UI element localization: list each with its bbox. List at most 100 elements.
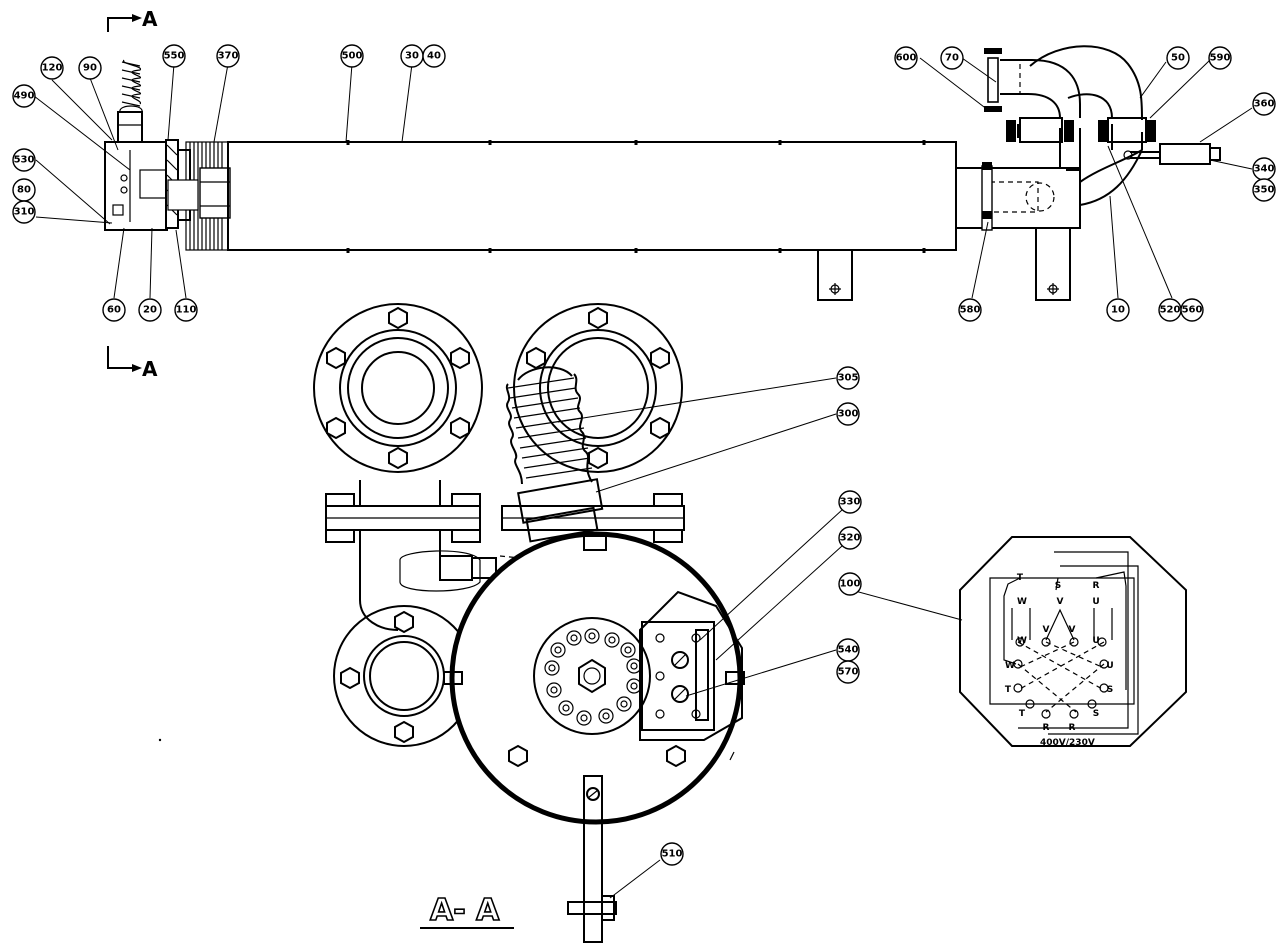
flange-upper-right [513,303,683,473]
term-top-r: R [1093,581,1100,591]
svg-text:540: 540 [838,645,859,656]
svg-text:330: 330 [840,497,861,508]
temperature-sensor [1123,143,1221,165]
svg-text:500: 500 [342,51,363,62]
section-mark-bottom-label: A [142,357,158,381]
balloon-80: 80 [12,178,36,202]
wiring-diagram: T S R W W W V V V U U U T T R R S S 400V… [959,536,1187,748]
svg-text:510: 510 [662,849,683,860]
svg-text:360: 360 [1254,99,1275,110]
balloon-330: 330 [838,490,862,514]
section-mark-top-label: A [142,7,158,31]
balloon-300: 300 [836,402,860,426]
term-s-1: S [1107,685,1113,695]
outlet-housing [955,167,1081,229]
support-foot-section [567,775,617,943]
svg-text:70: 70 [945,53,959,64]
balloon-305: 305 [836,366,860,390]
svg-text:20: 20 [143,305,157,316]
term-v-1: V [1057,597,1064,607]
section-title: A- A [430,893,500,928]
svg-text:10: 10 [1111,305,1125,316]
svg-text:30: 30 [405,51,419,62]
terminal-cover-outline [959,536,1187,747]
balloon-370: 370 [216,44,240,68]
svg-text:530: 530 [14,155,35,166]
term-u-2: U [1092,636,1099,646]
svg-text:340: 340 [1254,164,1275,175]
term-r-2: R [1069,723,1076,733]
section-mark-top: A [107,7,158,32]
balloon-340: 340 [1252,157,1276,181]
balloon-20: 20 [138,298,162,322]
thermostat-plate [639,590,743,741]
svg-text:490: 490 [14,91,35,102]
svg-text:90: 90 [83,63,97,74]
bellows-section [505,366,593,485]
section-mark-bottom: A [107,346,158,381]
voltage-label: 400V/230V [1040,738,1095,748]
term-w-2: W [1017,636,1027,646]
balloon-10: 10 [1106,298,1130,322]
svg-text:520: 520 [1160,305,1181,316]
bellows-hose [121,59,141,107]
balloon-310: 310 [12,200,36,224]
elevation-view [104,45,1221,301]
svg-text:600: 600 [896,53,917,64]
balloon-40: 40 [422,44,446,68]
svg-text:320: 320 [840,533,861,544]
balloon-70: 70 [940,46,964,70]
svg-text:60: 60 [107,305,121,316]
svg-text:100: 100 [840,579,861,590]
term-t-2: T [1019,709,1026,719]
term-u-3: U [1106,661,1113,671]
main-shell [227,141,957,251]
svg-text:310: 310 [14,207,35,218]
balloon-100: 100 [838,572,862,596]
wiring-terminals [1013,637,1109,719]
term-top-t: T [1017,573,1024,583]
balloon-490: 490 [12,84,36,108]
term-s-2: S [1093,709,1099,719]
term-top-s: S [1055,581,1061,591]
support-foot-left [817,249,853,301]
svg-text:570: 570 [838,667,859,678]
balloon-540: 540 [836,638,860,662]
balloon-90: 90 [78,56,102,80]
balloon-550: 550 [162,44,186,68]
svg-text:590: 590 [1210,53,1231,64]
svg-text:350: 350 [1254,185,1275,196]
balloon-30: 30 [400,44,424,68]
term-u-1: U [1092,597,1099,607]
cable-gland-section [517,478,607,551]
head-fins [167,141,231,251]
svg-text:550: 550 [164,51,185,62]
term-t-1: T [1005,685,1012,695]
balloon-60: 60 [102,298,126,322]
support-foot-right [1035,227,1071,301]
balloon-350: 350 [1252,178,1276,202]
flange-upper-left [313,303,483,473]
svg-text:40: 40 [427,51,441,62]
cable-gland [117,105,143,143]
balloon-120: 120 [40,56,64,80]
balloon-560: 560 [1180,298,1204,322]
balloon-520: 520 [1158,298,1182,322]
balloon-360: 360 [1252,92,1276,116]
balloon-110: 110 [174,298,198,322]
leader-lines [33,57,1253,899]
svg-text:580: 580 [960,305,981,316]
term-w-3: W [1005,661,1015,671]
term-w-1: W [1017,597,1027,607]
svg-text:120: 120 [42,63,63,74]
wiring-lines [989,551,1139,735]
svg-text:300: 300 [838,409,859,420]
balloon-570: 570 [836,660,860,684]
balloon-590: 590 [1208,46,1232,70]
svg-text:80: 80 [17,185,31,196]
svg-text:370: 370 [218,51,239,62]
svg-text:110: 110 [176,305,197,316]
balloon-600: 600 [894,46,918,70]
balloon-580: 580 [958,298,982,322]
